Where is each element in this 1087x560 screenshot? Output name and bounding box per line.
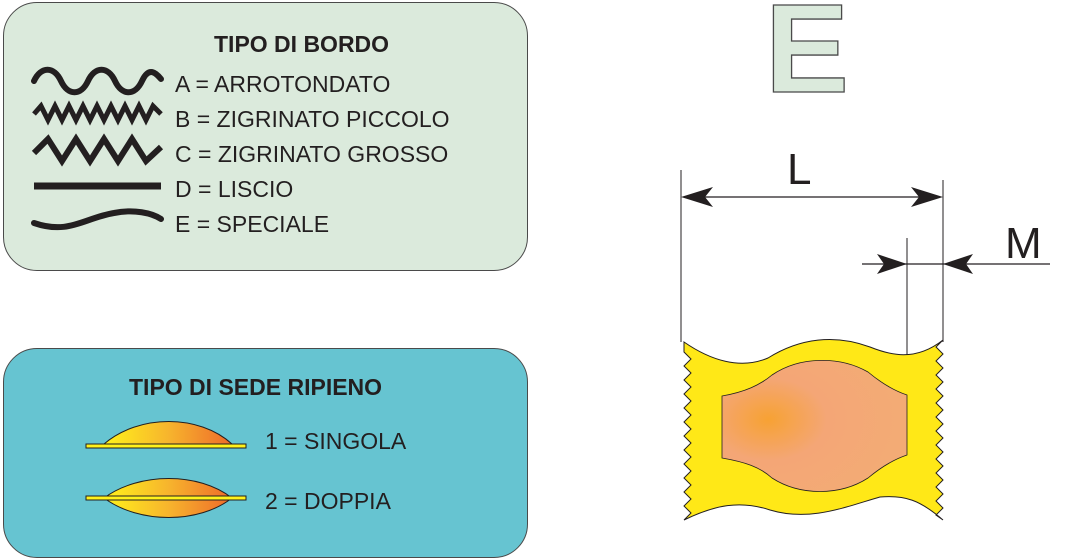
single-filling-icon	[85, 421, 247, 449]
border-legend-a: A = ARROTONDATO	[175, 71, 391, 97]
wavy-border-icon	[31, 66, 164, 96]
arrow-head-m-right	[943, 254, 973, 274]
filling-type-panel: TIPO DI SEDE RIPIENO 1 = SINGOLA 2 = DOP…	[3, 348, 528, 558]
border-legend-c: C = ZIGRINATO GROSSO	[175, 141, 449, 167]
filling-legend-double: 2 = DOPPIA	[265, 488, 391, 514]
dimension-label-l: L	[787, 145, 812, 194]
border-legend-e: E = SPECIALE	[175, 211, 330, 237]
arrow-head-m-left	[877, 254, 907, 274]
small-zigzag-border-icon	[32, 100, 163, 126]
pasta-filling-area	[721, 359, 908, 492]
arrow-head-l-left	[681, 187, 713, 207]
border-legend-b: B = ZIGRINATO PICCOLO	[175, 106, 450, 132]
border-type-panel: TIPO DI BORDO A = ARROTONDATO B = ZIGRIN…	[3, 2, 528, 271]
pasta-shape	[683, 339, 944, 521]
large-zigzag-border-icon	[31, 133, 164, 167]
border-type-title: TIPO DI BORDO	[214, 31, 390, 57]
selected-border-type-letter: E	[764, 0, 850, 119]
border-legend-d: D = LISCIO	[175, 176, 294, 202]
curved-border-icon	[31, 208, 164, 231]
arrow-head-l-right	[911, 187, 943, 207]
dimension-label-m: M	[1005, 219, 1042, 268]
filling-legend-single: 1 = SINGOLA	[265, 428, 407, 454]
border-icons	[31, 66, 164, 231]
filling-type-title: TIPO DI SEDE RIPIENO	[129, 374, 383, 400]
filling-icons	[85, 421, 247, 518]
double-filling-icon	[85, 478, 247, 518]
